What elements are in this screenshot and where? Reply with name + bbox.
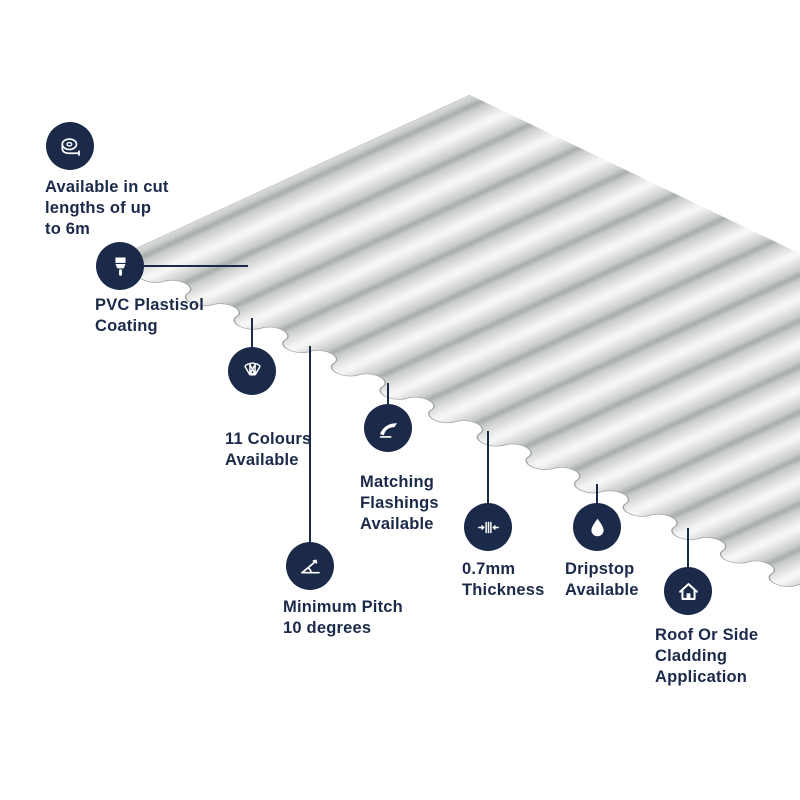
- feature-label-dripstop: Dripstop Available: [565, 560, 639, 599]
- water-droplet-icon: [573, 503, 621, 551]
- connector-line-pitch: [309, 346, 311, 542]
- house-icon: [664, 567, 712, 615]
- connector-line-coating: [144, 265, 248, 267]
- feature-label-cut-lengths: Available in cut lengths of up to 6m: [45, 178, 169, 238]
- connector-line-dripstop: [596, 484, 598, 503]
- paint-brush-icon: [96, 242, 144, 290]
- tape-measure-icon: [46, 122, 94, 170]
- feature-label-thickness: 0.7mm Thickness: [462, 560, 545, 599]
- feature-label-flashings: Matching Flashings Available: [360, 473, 439, 533]
- feature-label-pitch: Minimum Pitch 10 degrees: [283, 598, 403, 637]
- feature-label-coating: PVC Plastisol Coating: [95, 296, 204, 335]
- connector-line-flashings: [387, 383, 389, 404]
- connector-line-thickness: [487, 431, 489, 503]
- colour-swatch-fan-icon: [228, 347, 276, 395]
- connector-line-cladding: [687, 528, 689, 567]
- thickness-gauge-icon: [464, 503, 512, 551]
- connector-line-colours: [251, 318, 253, 347]
- pitch-angle-icon: [286, 542, 334, 590]
- flashing-icon: [364, 404, 412, 452]
- feature-label-cladding: Roof Or Side Cladding Application: [655, 626, 759, 686]
- feature-label-colours: 11 Colours Available: [225, 430, 312, 469]
